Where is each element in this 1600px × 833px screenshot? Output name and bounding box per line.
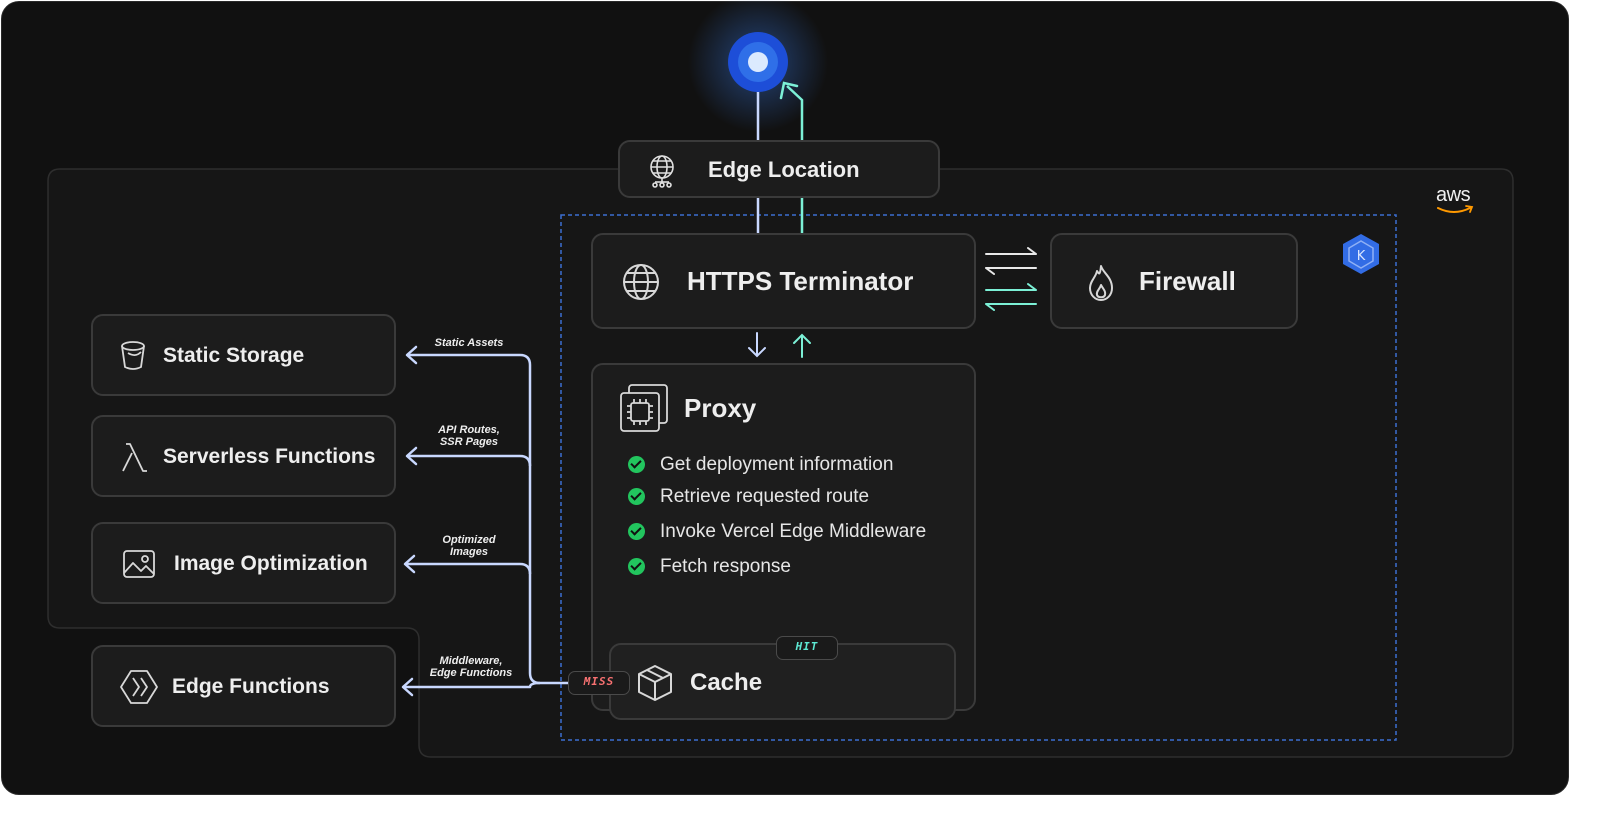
serverless-functions-node[interactable]: Serverless Functions <box>91 415 396 497</box>
image-optimization-node[interactable]: Image Optimization <box>91 522 396 604</box>
proxy-step: Retrieve requested route <box>660 486 870 507</box>
cube-icon <box>638 665 672 701</box>
arrow-down-https-proxy <box>748 332 766 358</box>
serverless-functions-label: Serverless Functions <box>163 445 376 468</box>
check-circle-icon <box>628 488 645 505</box>
proxy-step: Fetch response <box>660 556 791 577</box>
proxy-step: Invoke Vercel Edge Middleware <box>660 521 927 542</box>
aws-logo: aws <box>1434 184 1478 216</box>
image-icon <box>123 550 155 578</box>
firewall-label: Firewall <box>1139 266 1236 296</box>
flame-icon <box>1089 265 1113 301</box>
check-circle-icon <box>628 456 645 473</box>
aws-smile-icon <box>1437 205 1474 213</box>
client-dot-icon <box>728 32 788 92</box>
vpc-dashed-region <box>560 214 1397 741</box>
edge-location-node[interactable]: Edge Location <box>618 140 940 198</box>
firewall-arrows <box>985 247 1037 311</box>
response-line-top <box>786 85 804 141</box>
flow-label-middleware: Middleware, Edge Functions <box>429 655 513 679</box>
globe-icon <box>623 264 659 300</box>
proxy-label: Proxy <box>684 393 757 423</box>
edge-functions-icon <box>120 670 158 704</box>
origin-routing-lines <box>404 353 568 689</box>
response-arrowhead-top <box>779 81 799 100</box>
https-terminator-label: HTTPS Terminator <box>687 266 914 296</box>
flow-label-optimized-images: Optimized Images <box>442 534 496 558</box>
https-terminator-node[interactable]: HTTPS Terminator <box>591 233 976 329</box>
cache-label: Cache <box>690 669 763 696</box>
static-storage-node[interactable]: Static Storage <box>91 314 396 396</box>
static-storage-label: Static Storage <box>163 344 305 367</box>
svg-text:K: K <box>1357 249 1366 264</box>
flow-label-api-routes: API Routes, SSR Pages <box>438 424 500 448</box>
cache-hit-badge: HIT <box>776 636 838 660</box>
flow-label-static-assets: Static Assets <box>434 337 504 349</box>
lambda-icon <box>122 443 147 472</box>
cpu-chip-icon <box>620 384 668 432</box>
check-circle-icon <box>628 523 645 540</box>
edge-functions-label: Edge Functions <box>172 675 330 698</box>
check-circle-icon <box>628 558 645 575</box>
proxy-step: Get deployment information <box>660 454 894 475</box>
edge-location-label: Edge Location <box>708 157 860 182</box>
kubernetes-logo-icon: K <box>1343 234 1379 274</box>
cache-miss-badge: MISS <box>568 671 630 695</box>
arrow-up-proxy-https <box>793 333 811 358</box>
firewall-node[interactable]: Firewall <box>1050 233 1298 329</box>
globe-network-icon <box>650 155 674 188</box>
bucket-icon <box>121 341 145 370</box>
origin-arrowheads <box>401 345 418 697</box>
edge-functions-node[interactable]: Edge Functions <box>91 645 396 727</box>
image-optimization-label: Image Optimization <box>174 552 368 575</box>
